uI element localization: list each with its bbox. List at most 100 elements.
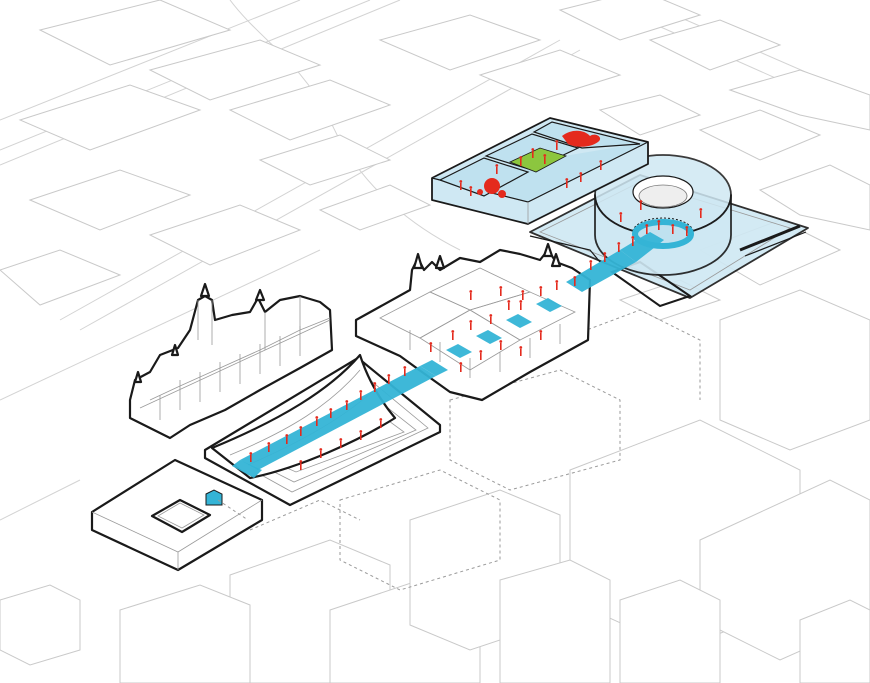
person-head <box>603 252 607 255</box>
person-head <box>469 186 473 189</box>
person-marker <box>320 451 322 458</box>
person-head <box>671 224 675 227</box>
person-marker <box>522 293 524 300</box>
person-marker <box>508 303 510 310</box>
person-marker <box>490 317 492 324</box>
person-head <box>359 430 363 433</box>
person-marker <box>380 421 382 428</box>
person-marker <box>452 333 454 340</box>
person-marker <box>556 143 558 150</box>
person-head <box>459 180 463 183</box>
person-marker <box>540 333 542 340</box>
person-head <box>345 400 349 403</box>
person-marker <box>520 303 522 310</box>
person-head <box>495 164 499 167</box>
person-head <box>543 154 547 157</box>
person-marker <box>580 175 582 182</box>
person-head <box>299 460 303 463</box>
person-marker <box>640 203 642 210</box>
people-markers <box>249 140 703 470</box>
person-marker <box>360 393 362 400</box>
person-head <box>299 426 303 429</box>
person-marker <box>544 157 546 164</box>
person-head <box>499 340 503 343</box>
person-marker <box>470 323 472 330</box>
person-head <box>579 172 583 175</box>
person-marker <box>460 365 462 372</box>
person-marker <box>500 289 502 296</box>
person-marker <box>632 239 634 246</box>
person-head <box>267 442 271 445</box>
person-head <box>429 342 433 345</box>
person-head <box>249 452 253 455</box>
person-marker <box>470 189 472 196</box>
person-marker <box>430 345 432 352</box>
person-head <box>451 330 455 333</box>
person-head <box>573 276 577 279</box>
person-marker <box>520 159 522 166</box>
person-head <box>645 224 649 227</box>
person-head <box>519 346 523 349</box>
person-marker <box>340 441 342 448</box>
gothic-building <box>354 242 592 402</box>
person-head <box>617 242 621 245</box>
person-head <box>315 416 319 419</box>
person-head <box>469 320 473 323</box>
person-head <box>339 438 343 441</box>
person-marker <box>268 445 270 452</box>
person-marker <box>250 455 252 462</box>
person-marker <box>618 245 620 252</box>
person-marker <box>286 437 288 444</box>
person-head <box>631 236 635 239</box>
person-marker <box>590 263 592 270</box>
person-marker <box>600 163 602 170</box>
person-marker <box>500 343 502 350</box>
person-marker <box>574 279 576 286</box>
person-head <box>539 330 543 333</box>
person-head <box>359 390 363 393</box>
person-head <box>619 212 623 215</box>
person-marker <box>300 429 302 436</box>
context-blocks-far <box>0 0 870 321</box>
context-dashed-outlines <box>249 309 701 591</box>
person-marker <box>374 385 376 392</box>
person-head <box>639 200 643 203</box>
person-head <box>657 220 661 223</box>
person-marker <box>404 369 406 376</box>
person-head <box>589 260 593 263</box>
person-marker <box>460 183 462 190</box>
person-marker <box>700 211 702 218</box>
person-marker <box>540 289 542 296</box>
person-head <box>519 300 523 303</box>
person-head <box>387 374 391 377</box>
person-head <box>555 140 559 143</box>
castle-building <box>128 282 334 440</box>
person-head <box>685 226 689 229</box>
person-marker <box>604 255 606 262</box>
person-marker <box>566 181 568 188</box>
person-head <box>373 382 377 385</box>
person-head <box>489 314 493 317</box>
person-head <box>599 160 603 163</box>
person-marker <box>556 283 558 290</box>
elevated-walkway <box>232 219 694 478</box>
person-head <box>565 178 569 181</box>
person-marker <box>646 227 648 234</box>
person-marker <box>316 419 318 426</box>
person-marker <box>330 411 332 418</box>
person-head <box>469 290 473 293</box>
courtyard-building <box>90 458 264 572</box>
person-marker <box>388 377 390 384</box>
ring-building <box>529 154 809 308</box>
person-marker <box>496 167 498 174</box>
person-head <box>507 300 511 303</box>
person-head <box>499 286 503 289</box>
person-marker <box>470 293 472 300</box>
context-blocks-near <box>0 289 870 683</box>
person-marker <box>658 223 660 230</box>
person-head <box>379 418 383 421</box>
person-marker <box>686 229 688 236</box>
person-head <box>699 208 703 211</box>
